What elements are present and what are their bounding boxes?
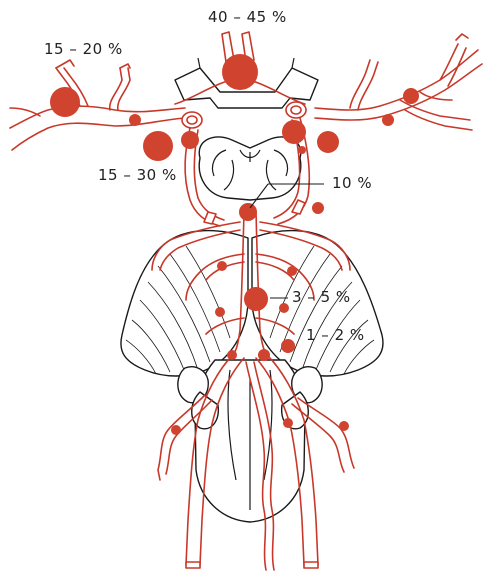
aneurysm-mca-right-branch-1: [382, 114, 394, 126]
label-mca-left: 15 – 20 %: [44, 40, 123, 58]
aneurysm-pica-right: [339, 421, 349, 431]
middle-cerebral-artery-right: [315, 34, 482, 130]
aneurysm-mca-right: [317, 131, 339, 153]
aneurysm-spinal: [283, 418, 293, 428]
aneurysm-ica-left: [181, 131, 199, 149]
aneurysm-aica-left: [215, 307, 225, 317]
aneurysm-pcom-right-small: [298, 146, 306, 154]
aneurysm-vertebrobasilar-left: [227, 350, 237, 360]
aneurysm-ica-right: [282, 120, 306, 144]
label-basilar-trunk: 3 – 5 %: [292, 288, 351, 306]
pituitary-mammillary: [199, 137, 301, 200]
aneurysm-sca-right: [287, 266, 297, 276]
aneurysm-sca-left: [217, 261, 227, 271]
aneurysm-aica-right: [279, 303, 289, 313]
aneurysm-pica-left: [171, 425, 181, 435]
label-acom: 40 – 45 %: [208, 8, 287, 26]
aneurysm-mca-right-branch-2: [403, 88, 419, 104]
aneurysm-vertebral: [281, 339, 295, 353]
aneurysm-pcom-left: [143, 131, 173, 161]
aneurysm-pca-right: [312, 202, 324, 214]
aneurysm-vertebrobasilar-junction: [258, 349, 270, 361]
label-basilar-tip: 10 %: [332, 174, 372, 192]
label-vertebral: 1 – 2 %: [306, 326, 365, 344]
aneurysm-basilar-tip: [239, 203, 257, 221]
label-pcom: 15 – 30 %: [98, 166, 177, 184]
aneurysm-acom: [222, 54, 258, 90]
aneurysm-basilar-trunk: [244, 287, 268, 311]
aneurysm-mca-left-branch: [129, 114, 141, 126]
aneurysm-mca-left: [50, 87, 80, 117]
